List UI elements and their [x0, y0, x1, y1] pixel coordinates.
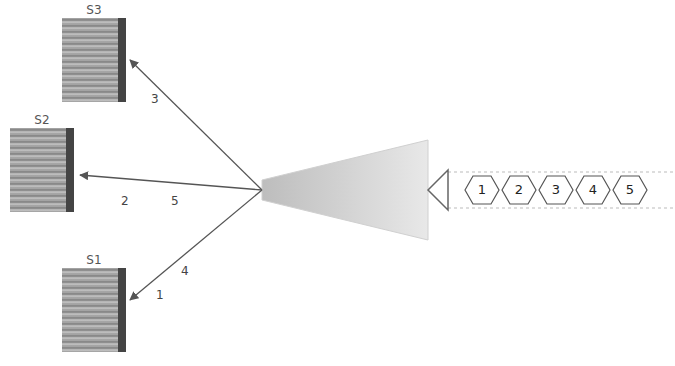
dispatch-arrow [130, 190, 262, 300]
callout-number: 1 [155, 288, 165, 302]
server: S1 [62, 252, 126, 352]
balancer-funnel [262, 140, 428, 240]
server-name: S3 [62, 2, 126, 18]
queue-edge [448, 208, 675, 209]
server-body [62, 18, 126, 102]
request-number: 2 [501, 175, 537, 205]
request-hexagon: 3 [538, 175, 574, 205]
request-number: 3 [538, 175, 574, 205]
callout-number: 5 [170, 194, 180, 208]
server-body [10, 128, 74, 212]
callout-number: 4 [180, 264, 190, 278]
request-hexagon: 1 [464, 175, 500, 205]
server-name: S1 [62, 252, 126, 268]
request-number: 4 [575, 175, 611, 205]
server: S3 [62, 2, 126, 102]
server-body [62, 268, 126, 352]
request-hexagon: 5 [612, 175, 648, 205]
dispatch-arrow [130, 60, 262, 190]
request-hexagon: 4 [575, 175, 611, 205]
request-hexagon: 2 [501, 175, 537, 205]
inlet-arrow [428, 170, 448, 210]
queue-edge [448, 172, 675, 173]
server: S2 [10, 112, 74, 212]
request-number: 5 [612, 175, 648, 205]
dispatch-arrow [80, 175, 262, 190]
request-number: 1 [464, 175, 500, 205]
server-name: S2 [10, 112, 74, 128]
callout-number: 2 [120, 194, 130, 208]
callout-number: 3 [150, 92, 160, 106]
